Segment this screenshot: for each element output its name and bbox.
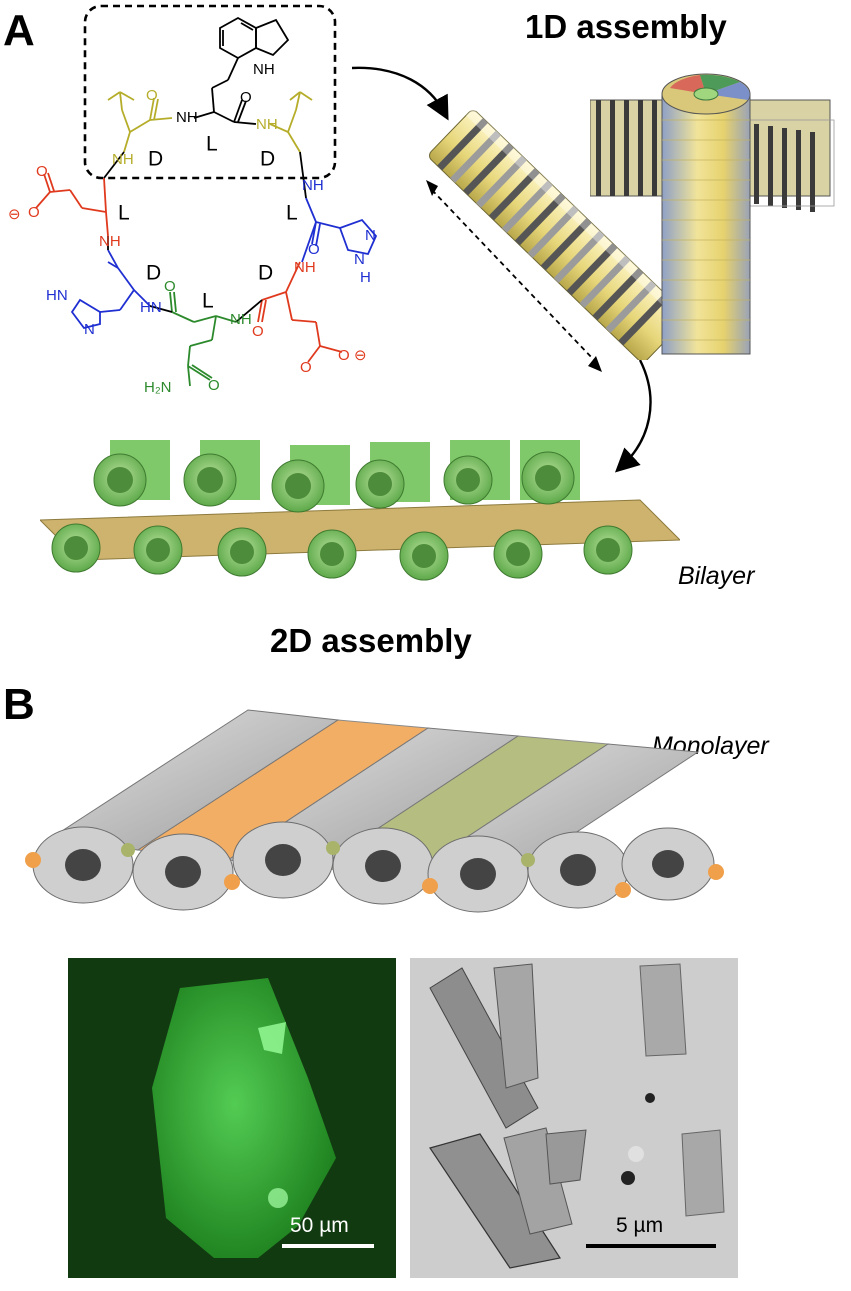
fluorescence-scale-label: 50 µm xyxy=(290,1214,349,1237)
bilayer-illustration xyxy=(40,440,680,581)
heading-2d-assembly: 2D assembly xyxy=(270,622,472,659)
leu-left-nh-label: NH xyxy=(112,151,134,168)
glu-right-o3-label: O xyxy=(338,347,350,364)
glu-left-o2-label: O xyxy=(28,204,40,221)
his-right-n2-label: N xyxy=(354,251,365,268)
arrow-to-1d xyxy=(351,66,449,121)
leu-right-nh-label: NH xyxy=(256,116,278,133)
chirality-label: L xyxy=(206,133,218,156)
label-bilayer: Bilayer xyxy=(678,562,755,590)
chirality-label: D xyxy=(148,148,163,171)
histidine-right-residue xyxy=(301,197,378,263)
glu-left-charge-label: ⊖ xyxy=(8,206,21,223)
leucine-left-residue xyxy=(107,91,173,153)
nanotube-ring-stripes xyxy=(437,118,670,346)
leu-left-o-label: O xyxy=(146,87,158,104)
cyclic-peptide-structure: NH NH NH NH NH NH NH HN NH O O O O ⊖ O N… xyxy=(8,4,378,396)
tem-sheets xyxy=(410,958,738,1278)
monolayer-tube-ends xyxy=(25,821,724,913)
heading-1d-assembly: 1D assembly xyxy=(525,8,727,45)
panel-label-a: A xyxy=(3,6,35,55)
tem-micrograph: 5 µm xyxy=(410,958,738,1278)
glutamate-left-residue xyxy=(35,172,109,237)
his-left-hn2-label: HN xyxy=(46,287,68,304)
chirality-label: L xyxy=(286,202,298,225)
monolayer-illustration xyxy=(25,709,724,913)
tem-scale-bar xyxy=(586,1244,716,1248)
stacking-axis-arrow xyxy=(431,189,595,361)
arrow-to-2d xyxy=(614,359,652,473)
backbone-nh-top-label: NH xyxy=(176,109,198,126)
trp-o-label: O xyxy=(240,89,252,106)
panel-label-b: B xyxy=(3,680,35,729)
histidine-left-residue xyxy=(70,249,151,330)
assembly-arrows xyxy=(351,66,652,473)
gln-nh-label: NH xyxy=(230,311,252,328)
backbone-bonds xyxy=(103,151,307,323)
glutamate-right-residue xyxy=(257,261,343,363)
his-right-h-label: H xyxy=(360,269,371,286)
glu-left-nh-label: NH xyxy=(99,233,121,250)
his-right-n-label: N xyxy=(365,227,376,244)
his-left-n-label: N xyxy=(84,321,95,338)
gln-o2-label: O xyxy=(208,377,220,394)
leucine-right-residue xyxy=(269,91,313,153)
fluorescence-scale-bar xyxy=(282,1244,374,1248)
nanotube-bundle-illustration xyxy=(590,73,835,355)
tem-scale-label: 5 µm xyxy=(616,1214,664,1237)
tryptophan-highlight-box xyxy=(83,4,337,180)
glutamine-residue xyxy=(169,291,237,387)
tryptophan-residue xyxy=(193,16,290,125)
his-left-hn-label: HN xyxy=(140,299,162,316)
chirality-label: L xyxy=(202,290,214,313)
fluorescence-micrograph: 50 µm xyxy=(68,958,396,1278)
gln-o-label: O xyxy=(164,278,176,295)
trp-nh-label: NH xyxy=(253,61,275,78)
glu-left-o-label: O xyxy=(36,163,48,180)
stacking-arrow-head-bottom xyxy=(588,356,602,372)
gln-h2n-label: H₂N xyxy=(144,379,172,396)
chirality-label: D xyxy=(258,262,273,285)
glu-right-o2-label: O xyxy=(300,359,312,376)
bilayer-front-row xyxy=(51,523,633,581)
glu-right-charge-label: ⊖ xyxy=(354,347,367,364)
glu-right-o-label: O xyxy=(252,323,264,340)
his-right-o-label: O xyxy=(308,241,320,258)
nanotube-1d-illustration xyxy=(429,108,680,360)
chirality-label: D xyxy=(260,148,275,171)
his-right-nh-label: NH xyxy=(302,177,324,194)
stacking-arrow-head-top xyxy=(426,180,438,196)
chirality-label: D xyxy=(146,262,161,285)
glu-right-nh-label: NH xyxy=(294,259,316,276)
fluorescence-sheet xyxy=(68,958,396,1278)
bilayer-back-row xyxy=(93,440,580,513)
vertical-bundle xyxy=(661,73,751,355)
chirality-label: L xyxy=(118,202,130,225)
